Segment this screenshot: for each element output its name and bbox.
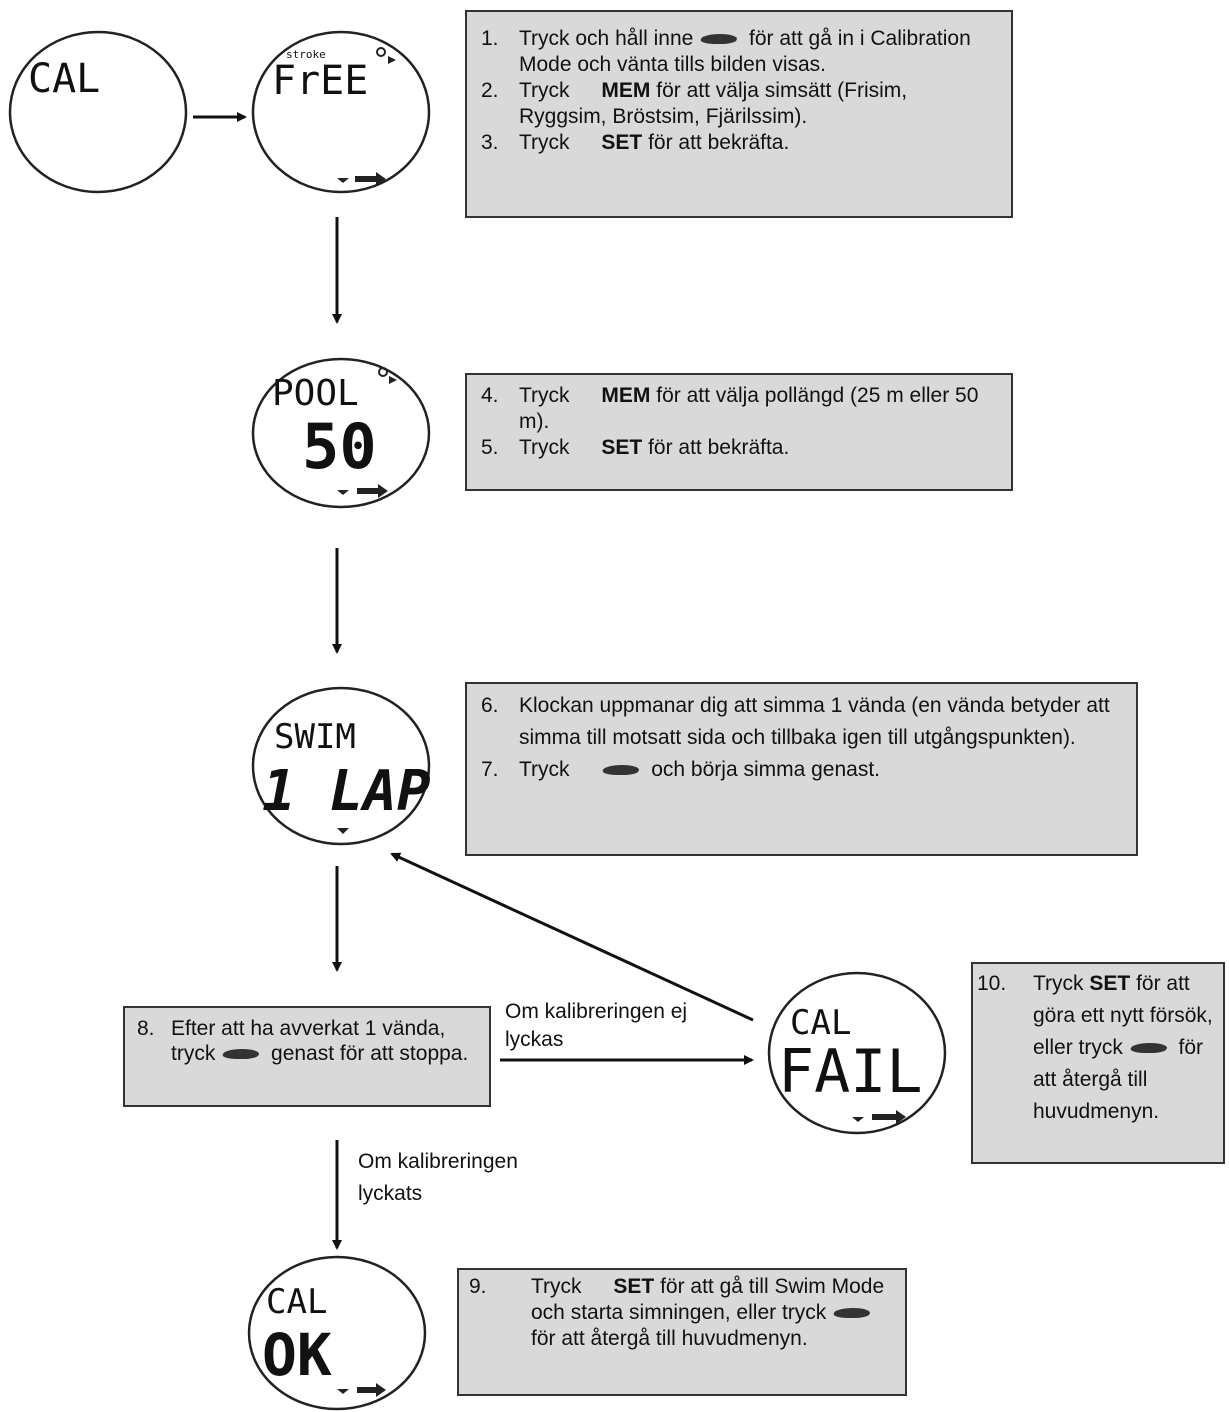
step-8-text-a: Efter att ha avverkat 1 vända, tryck xyxy=(171,1017,446,1065)
start-stop-button-icon xyxy=(699,32,743,46)
step-5-text-b: för att bekräfta. xyxy=(648,436,790,459)
arrow-fail-to-swim xyxy=(390,852,754,1022)
step-3-text-b: för att bekräfta. xyxy=(648,131,790,154)
display-fail-top: CAL xyxy=(790,1003,851,1043)
step-5-text-a: Tryck xyxy=(519,436,570,459)
step-1: 1. Tryck och håll inne för att gå in i C… xyxy=(481,26,997,78)
display-swim-big: 1 LAP xyxy=(262,759,431,824)
step-4-number: 4. xyxy=(481,384,499,407)
step-10-number: 10. xyxy=(977,972,1007,995)
watch-display-pool: POOL 50 xyxy=(251,357,431,509)
display-free-big: FrEE xyxy=(272,58,368,104)
label-calibration-succeeded: Om kalibreringen lyckats xyxy=(358,1150,518,1205)
step-8-text-b: genast för att stoppa. xyxy=(271,1042,469,1065)
display-free-small: stroke xyxy=(286,48,326,61)
instruction-box-step-9: 9. Tryck SET för att gå till Swim Mode o… xyxy=(457,1268,907,1396)
step-10: 10. Tryck SET för att göra ett nytt förs… xyxy=(977,968,1215,1128)
step-10-text-a: Tryck xyxy=(1033,972,1084,995)
step-9-text-a: Tryck xyxy=(531,1275,582,1298)
watch-display-free: stroke FrEE xyxy=(251,30,431,194)
instruction-box-steps-4-5: 4. Tryck MEM för att välja pollängd (25 … xyxy=(465,373,1013,491)
watch-display-ok: CAL OK xyxy=(247,1255,427,1411)
step-9-text-c: för att återgå till huvudmenyn. xyxy=(531,1327,808,1350)
watch-display-fail: CAL FAIL xyxy=(767,971,947,1135)
step-7-text-a: Tryck xyxy=(519,758,570,781)
step-6-number: 6. xyxy=(481,694,499,717)
step-9-number: 9. xyxy=(469,1275,487,1298)
step-3-text-a: Tryck xyxy=(519,131,570,154)
start-stop-button-icon xyxy=(832,1306,876,1320)
step-9-text-b: för att gå till Swim Mode och starta sim… xyxy=(531,1275,885,1324)
start-stop-button-icon xyxy=(221,1047,265,1061)
step-3: 3. Tryck SET för att bekräfta. xyxy=(481,130,997,156)
label-calibration-failed: Om kalibreringen ej lyckas xyxy=(505,1000,688,1051)
step-10-text-c: för att återgå till huvudmenyn. xyxy=(1033,1036,1204,1123)
instruction-box-steps-1-3: 1. Tryck och håll inne för att gå in i C… xyxy=(465,10,1013,218)
step-1-text-a: Tryck och håll inne xyxy=(519,27,694,50)
watch-display-swim: SWIM 1 LAP xyxy=(251,686,431,846)
display-fail-big: FAIL xyxy=(778,1037,923,1107)
step-1-text-b: för att gå in i Calibration Mode och vän… xyxy=(519,27,971,76)
display-cal-text: CAL xyxy=(28,56,100,102)
step-5-key: SET xyxy=(601,436,643,459)
display-swim-top: SWIM xyxy=(274,717,356,757)
step-2: 2. Tryck MEM för att välja simsätt (Fris… xyxy=(481,78,997,130)
start-stop-button-icon xyxy=(601,763,645,777)
step-2-number: 2. xyxy=(481,79,499,102)
step-5: 5. Tryck SET för att bekräfta. xyxy=(481,435,997,461)
step-5-number: 5. xyxy=(481,436,499,459)
watch-display-cal: CAL xyxy=(8,30,188,194)
step-4-text-b: för att välja pollängd (25 m eller 50 m)… xyxy=(519,384,979,433)
step-4-key: MEM xyxy=(601,384,651,407)
instruction-box-step-10: 10. Tryck SET för att göra ett nytt förs… xyxy=(971,962,1225,1164)
start-stop-button-icon xyxy=(1129,1041,1173,1055)
step-4-text-a: Tryck xyxy=(519,384,570,407)
step-6-text-a: Klockan uppmanar dig att simma 1 vända (… xyxy=(519,694,1110,749)
instruction-box-step-8: 8. Efter att ha avverkat 1 vända, tryck … xyxy=(123,1006,491,1107)
step-9-key: SET xyxy=(613,1275,655,1298)
step-2-key: MEM xyxy=(601,79,651,102)
step-10-key: SET xyxy=(1089,972,1131,995)
display-pool-big: 50 xyxy=(302,410,377,483)
step-3-key: SET xyxy=(601,131,643,154)
display-ok-top: CAL xyxy=(266,1282,327,1322)
step-8-number: 8. xyxy=(137,1017,155,1040)
display-pool-top: POOL xyxy=(272,373,359,414)
step-4: 4. Tryck MEM för att välja pollängd (25 … xyxy=(481,383,997,435)
step-3-number: 3. xyxy=(481,131,499,154)
instruction-box-steps-6-7: 6. Klockan uppmanar dig att simma 1 vänd… xyxy=(465,682,1138,856)
step-7: 7. Tryck och börja simma genast. xyxy=(481,754,1122,786)
step-1-number: 1. xyxy=(481,27,499,50)
step-2-text-a: Tryck xyxy=(519,79,570,102)
step-6: 6. Klockan uppmanar dig att simma 1 vänd… xyxy=(481,690,1122,754)
step-10-text-b: för att göra ett nytt försök, eller tryc… xyxy=(1033,972,1213,1059)
step-8: 8. Efter att ha avverkat 1 vända, tryck … xyxy=(137,1016,477,1066)
step-2-text-b: för att välja simsätt (Frisim, Ryggsim, … xyxy=(519,79,908,128)
step-9: 9. Tryck SET för att gå till Swim Mode o… xyxy=(469,1274,895,1352)
display-ok-big: OK xyxy=(262,1321,332,1389)
step-7-number: 7. xyxy=(481,758,499,781)
step-7-text-b: och börja simma genast. xyxy=(651,758,881,781)
